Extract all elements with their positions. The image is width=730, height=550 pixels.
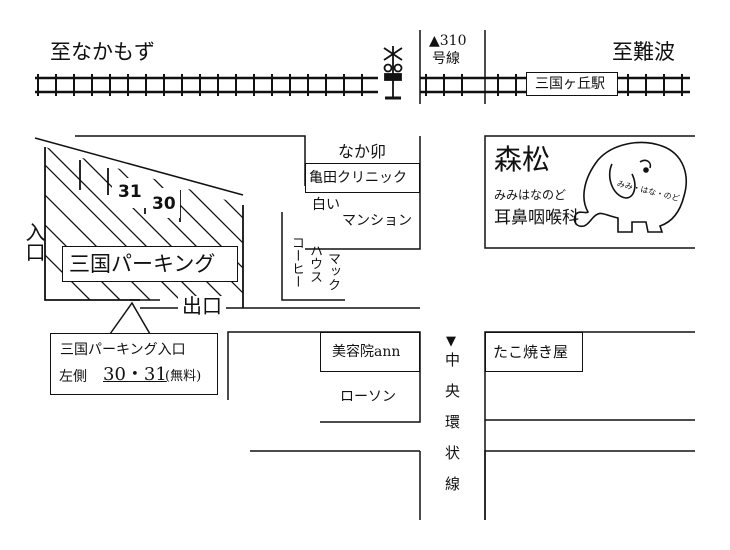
- clinic-sign-kana: みみはなのど: [494, 188, 567, 202]
- mansion-label-2: マンション: [342, 213, 412, 229]
- parking-name-box: 三国パーキング: [62, 246, 238, 282]
- parking-exit-label: 出口: [178, 296, 226, 316]
- parking-spot-31: 31: [118, 182, 142, 202]
- route-310-label: ▲310: [429, 33, 467, 49]
- clinic-box: 亀田クリニック: [305, 163, 420, 193]
- coffee-label-1: コーヒー: [289, 236, 304, 288]
- chuo-kanjo-label: 中央環状線: [443, 352, 461, 507]
- lawson-label: ローソン: [340, 389, 396, 405]
- callout-free: (無料): [165, 369, 202, 384]
- parking-callout: 三国パーキング入口 左側 30・31 (無料): [50, 333, 218, 395]
- coffee-house-outline: [281, 212, 345, 301]
- parking-name: 三国パーキング: [69, 252, 216, 276]
- chuo-marker-icon: ▼: [446, 334, 456, 349]
- parking-entrance-label: 入口: [22, 222, 46, 262]
- coffee-label-2: ハウス: [307, 244, 322, 283]
- callout-side: 左側: [59, 369, 87, 385]
- salon-label: 美容院ann: [332, 344, 401, 360]
- station-name: 三国ヶ丘駅: [535, 76, 605, 92]
- elephant-icon: [573, 141, 687, 233]
- takoyaki-box: たこ焼き屋: [485, 332, 583, 372]
- clinic-sign-name: 森松: [494, 143, 551, 176]
- parking-spot-30: 30: [152, 194, 176, 214]
- clinic-label: 亀田クリニック: [309, 170, 407, 186]
- direction-namba: 至難波: [612, 40, 675, 64]
- naka-u-label: なか卯: [338, 142, 387, 161]
- callout-spots: 30・31: [103, 364, 167, 385]
- clinic-sign-dept: 耳鼻咽喉科: [494, 208, 579, 228]
- takoyaki-label: たこ焼き屋: [493, 343, 569, 361]
- callout-pointer: [109, 301, 151, 335]
- salon-box: 美容院ann: [320, 332, 420, 372]
- mansion-label-1: 白い: [312, 197, 340, 213]
- callout-line1: 三国パーキング入口: [60, 342, 186, 358]
- route-310-label-line2: 号線: [432, 51, 460, 67]
- railway-crossing-icon: [383, 46, 403, 100]
- railway-track: [35, 74, 690, 96]
- coffee-label-3: マック: [325, 252, 340, 291]
- station-sign: 三国ヶ丘駅: [526, 72, 618, 96]
- route-310-road: [419, 30, 486, 104]
- direction-nakamozu: 至なかもず: [50, 40, 155, 64]
